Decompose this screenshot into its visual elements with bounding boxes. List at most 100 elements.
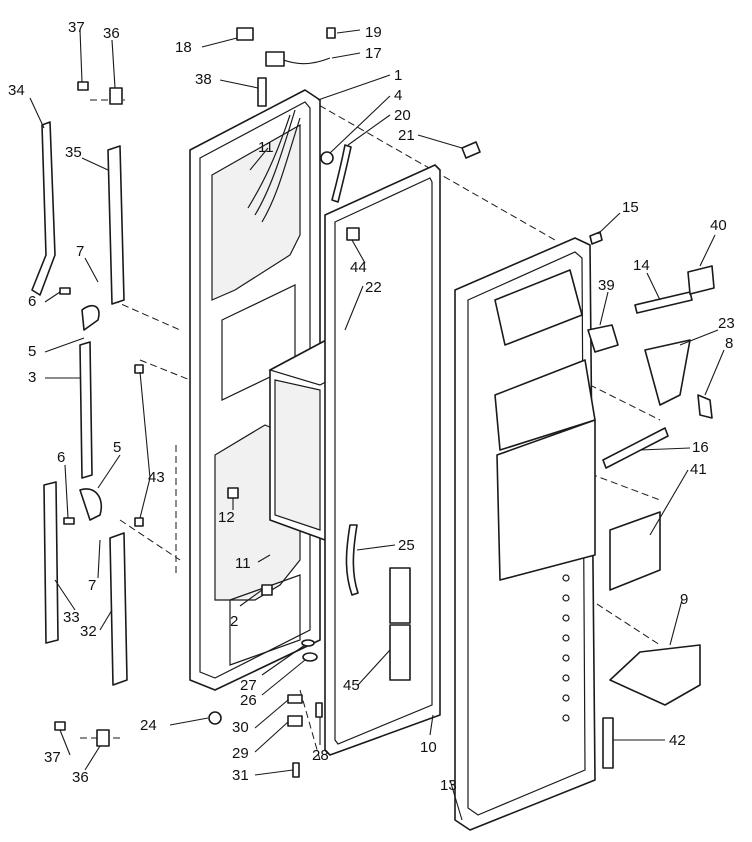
leader-6b: [64, 464, 69, 519]
leader-21: [417, 134, 463, 149]
callout-22: 22: [365, 279, 382, 296]
frame-hole: [562, 674, 570, 682]
part-27: [301, 639, 315, 647]
callout-34: 34: [8, 82, 25, 99]
leader-34: [29, 97, 45, 129]
callout-42: 42: [669, 732, 686, 749]
part-4: [320, 151, 334, 165]
callout-17: 17: [365, 45, 382, 62]
leader-10: [429, 714, 434, 736]
leader-43-up: [139, 371, 151, 479]
frame-hole: [562, 694, 570, 702]
leader-15: [597, 212, 621, 235]
leader-4: [329, 95, 391, 154]
leader-45: [357, 649, 391, 686]
callout-36b: 36: [72, 769, 89, 786]
frame-hole: [562, 614, 570, 622]
leader-37-top: [79, 29, 83, 83]
part-37-bottom: [54, 721, 66, 731]
door-lower-box: [229, 574, 301, 666]
frame-hole: [562, 574, 570, 582]
leader-39: [599, 291, 609, 326]
assembly-line: [299, 689, 321, 761]
leader-30: [254, 699, 289, 729]
leader-24: [169, 717, 209, 726]
leader-7b: [97, 539, 101, 579]
wire-harness: [247, 109, 301, 223]
callout-37b: 37: [44, 749, 61, 766]
callout-24: 24: [140, 717, 157, 734]
callout-30: 30: [232, 719, 249, 736]
leader-13: [449, 779, 463, 821]
callout-43: 43: [148, 469, 165, 486]
callout-9: 9: [680, 591, 688, 608]
leader-11-upper: [249, 147, 269, 171]
liner-outer: [324, 164, 441, 756]
part-18: [236, 27, 254, 41]
leader-20: [347, 114, 391, 146]
callout-45: 45: [343, 677, 360, 694]
part-14: [634, 291, 693, 314]
liner-clip: [346, 227, 360, 241]
part-43-lower: [134, 517, 144, 527]
leader-5b: [97, 454, 121, 489]
leader-33: [54, 579, 76, 611]
leader-32: [99, 609, 113, 631]
callout-25: 25: [398, 537, 415, 554]
callout-21: 21: [398, 127, 415, 144]
part-8: [697, 394, 713, 419]
part-9: [609, 644, 701, 706]
leader-27: [261, 644, 306, 676]
assembly-line: [559, 579, 661, 646]
leader-17: [331, 52, 361, 59]
liner-inner: [334, 177, 433, 745]
callout-16: 16: [692, 439, 709, 456]
callout-29: 29: [232, 745, 249, 762]
part-17-plug: [265, 51, 285, 67]
frame-holes: [562, 574, 570, 722]
door-liner: [324, 164, 441, 756]
leader-14: [646, 272, 661, 301]
leader-35: [81, 157, 109, 171]
part-24: [208, 711, 222, 725]
part-39: [587, 324, 619, 353]
callout-36: 36: [103, 25, 120, 42]
block-45-lower: [389, 624, 411, 681]
part-26: [302, 652, 318, 662]
callout-12: 12: [218, 509, 235, 526]
part-15: [589, 231, 603, 245]
part-42: [602, 717, 614, 769]
frame-hole: [562, 654, 570, 662]
leader-31: [254, 769, 294, 776]
part-40: [687, 265, 715, 295]
callout-19: 19: [365, 24, 382, 41]
callout-3: 3: [28, 369, 36, 386]
leader-7a: [84, 257, 99, 283]
callout-5a: 5: [28, 343, 36, 360]
callout-6b: 6: [57, 449, 65, 466]
callout-7a: 7: [76, 243, 84, 260]
leader-2: [239, 589, 263, 607]
leader-25: [356, 544, 396, 551]
leader-lines: [29, 29, 725, 821]
callout-28: 28: [312, 747, 329, 764]
leader-36-top: [111, 39, 116, 89]
leader-1: [317, 74, 391, 101]
leader-8: [704, 349, 725, 396]
bottom-parts: [208, 487, 323, 778]
callout-32: 32: [80, 623, 97, 640]
leader-41: [649, 469, 689, 536]
part-12: [227, 487, 239, 499]
leader-18: [201, 37, 238, 48]
callout-31: 31: [232, 767, 249, 784]
part-23: [644, 339, 691, 406]
part-2: [261, 584, 273, 596]
callout-8: 8: [725, 335, 733, 352]
door-hinge-pin: [257, 77, 267, 107]
callout-15: 15: [622, 199, 639, 216]
part-28: [315, 702, 323, 718]
part-36-bottom: [96, 729, 110, 747]
part-19: [326, 27, 336, 39]
right-side-parts: [587, 231, 715, 769]
callout-1: 1: [394, 67, 402, 84]
